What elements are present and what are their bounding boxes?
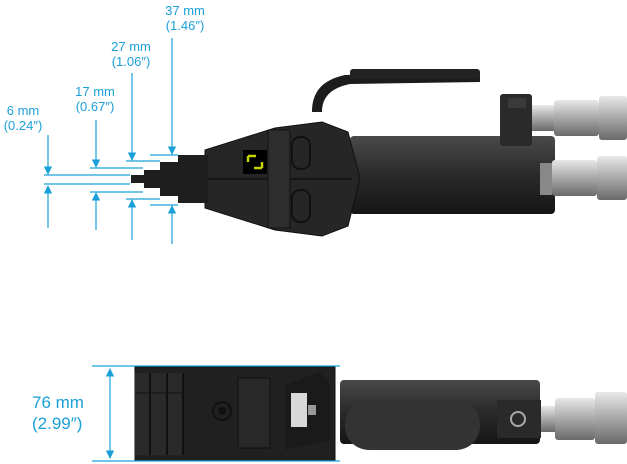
handle-grip <box>350 69 480 79</box>
dim-37mm-label: 37 mm (1.46″) <box>152 3 218 33</box>
dim-6mm-label: 6 mm (0.24″) <box>0 103 46 133</box>
lower-hose-coupler-icon <box>540 156 627 200</box>
dim-37mm-metric: 37 mm <box>165 3 205 18</box>
status-display-icon <box>243 150 267 174</box>
main-cylinder <box>350 136 555 214</box>
dim-17mm-metric: 17 mm <box>75 84 115 99</box>
handle-bar <box>312 72 480 112</box>
upper-hose-coupler-icon <box>500 94 627 146</box>
jaw-tip <box>131 175 145 183</box>
slot-lower <box>291 189 311 223</box>
jaw-step-2 <box>160 162 180 196</box>
dim-37mm-imperial: (1.46″) <box>165 18 205 33</box>
dim-76mm-imperial: (2.99″) <box>32 414 83 433</box>
jaw-step-3 <box>178 155 208 203</box>
top-view-dimensions <box>92 365 340 462</box>
side-view-tool-icon <box>131 69 627 237</box>
top-view-tool-icon <box>134 366 627 462</box>
slot-upper <box>291 136 311 170</box>
dim-76mm-metric: 76 mm <box>32 393 84 412</box>
dim-27mm-imperial: (1.06″) <box>111 54 151 69</box>
dim-17mm-label: 17 mm (0.67″) <box>64 84 126 114</box>
side-view-dimensions <box>43 38 178 244</box>
dim-6mm-imperial: (0.24″) <box>3 118 43 133</box>
dim-76mm-label: 76 mm (2.99″) <box>32 392 84 434</box>
dim-6mm-metric: 6 mm <box>6 103 40 118</box>
top-knob-icon <box>212 401 232 421</box>
nameplate <box>291 393 307 427</box>
jaw-step-1 <box>144 170 162 188</box>
dim-27mm-label: 27 mm (1.06″) <box>100 39 162 69</box>
dim-17mm-imperial: (0.67″) <box>75 99 115 114</box>
top-handle <box>345 400 480 450</box>
dim-27mm-metric: 27 mm <box>111 39 151 54</box>
